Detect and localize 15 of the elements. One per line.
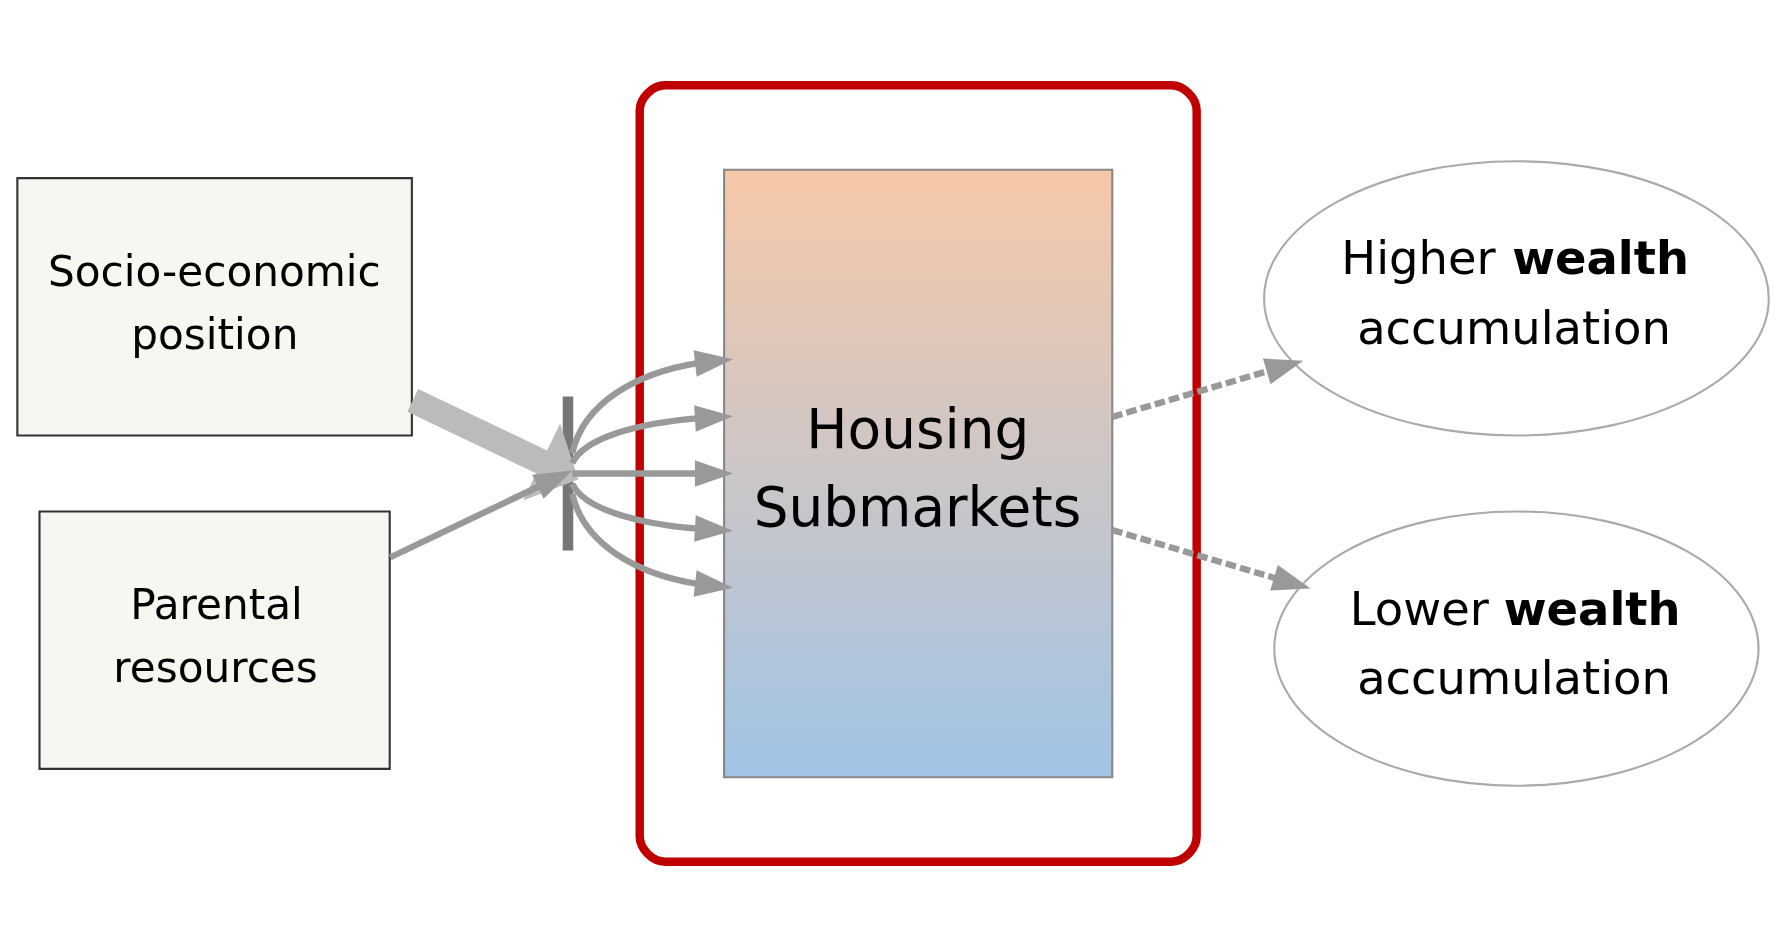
- arrow: [1111, 526, 1311, 591]
- arrow: [1111, 358, 1304, 420]
- arrow: [407, 388, 579, 500]
- node-box: Socio-economic position: [16, 176, 413, 437]
- node-box: Housing Submarkets: [723, 168, 1114, 778]
- arrow: [569, 404, 733, 465]
- arrow: [572, 459, 733, 487]
- node-bar: [562, 396, 574, 550]
- node-ellipse: Lower wealth accumulation: [1273, 509, 1760, 787]
- cluster: [635, 80, 1201, 866]
- arrow: [388, 469, 573, 560]
- arrow: [569, 349, 733, 454]
- arrow: [569, 481, 733, 542]
- node-box: Parental resources: [38, 509, 391, 770]
- arrow: [569, 492, 733, 597]
